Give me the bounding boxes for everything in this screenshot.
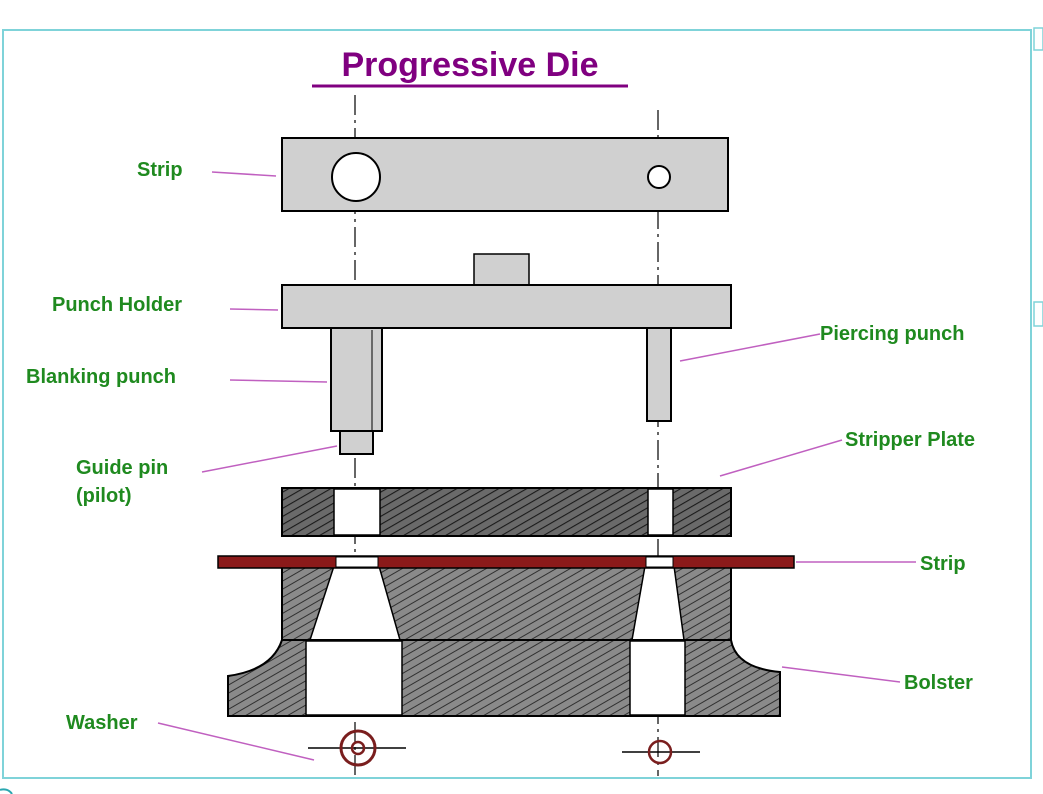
label-blanking-punch: Blanking punch (26, 366, 176, 388)
washer-left (308, 729, 406, 767)
label-stripper-plate: Stripper Plate (845, 429, 975, 451)
label-punch-holder: Punch Holder (52, 294, 182, 316)
strip-top-small-hole (647, 165, 671, 189)
label-guide-pin-line2: (pilot) (76, 485, 132, 507)
bolster-part (227, 639, 781, 717)
frame-border (2, 29, 1032, 779)
strip-top-large-hole (331, 152, 381, 202)
label-guide-pin-line1: Guide pin (76, 457, 168, 479)
piercing-punch-part (646, 327, 672, 422)
leader-guide-pin (201, 445, 338, 473)
leader-stripper-plate (719, 439, 843, 477)
leader-lines (157, 171, 916, 761)
label-piercing-punch: Piercing punch (820, 323, 964, 345)
leader-bolster (781, 666, 901, 683)
leader-strip-top (211, 171, 277, 177)
label-strip-top: Strip (137, 159, 183, 181)
side-marker-top (1033, 27, 1043, 51)
guide-pin-part (339, 430, 374, 455)
punch-holder-shank (473, 253, 530, 287)
leader-blanking-punch (229, 379, 328, 383)
washer-right (622, 739, 700, 765)
leader-punch-holder (229, 308, 279, 311)
strip-bottom-part (217, 555, 795, 569)
label-washer: Washer (66, 712, 138, 734)
side-marker-mid (1033, 301, 1043, 327)
stripper-plate-part (281, 487, 732, 537)
diagram-title: Progressive Die (341, 46, 598, 84)
leader-piercing-punch (679, 333, 821, 362)
die-block-part (281, 565, 732, 641)
leader-washer (157, 722, 315, 761)
label-strip-bottom: Strip (920, 553, 966, 575)
blanking-punch-part (330, 327, 383, 432)
punch-holder-part (281, 284, 732, 329)
label-bolster: Bolster (904, 672, 973, 694)
corner-marker (0, 788, 13, 794)
